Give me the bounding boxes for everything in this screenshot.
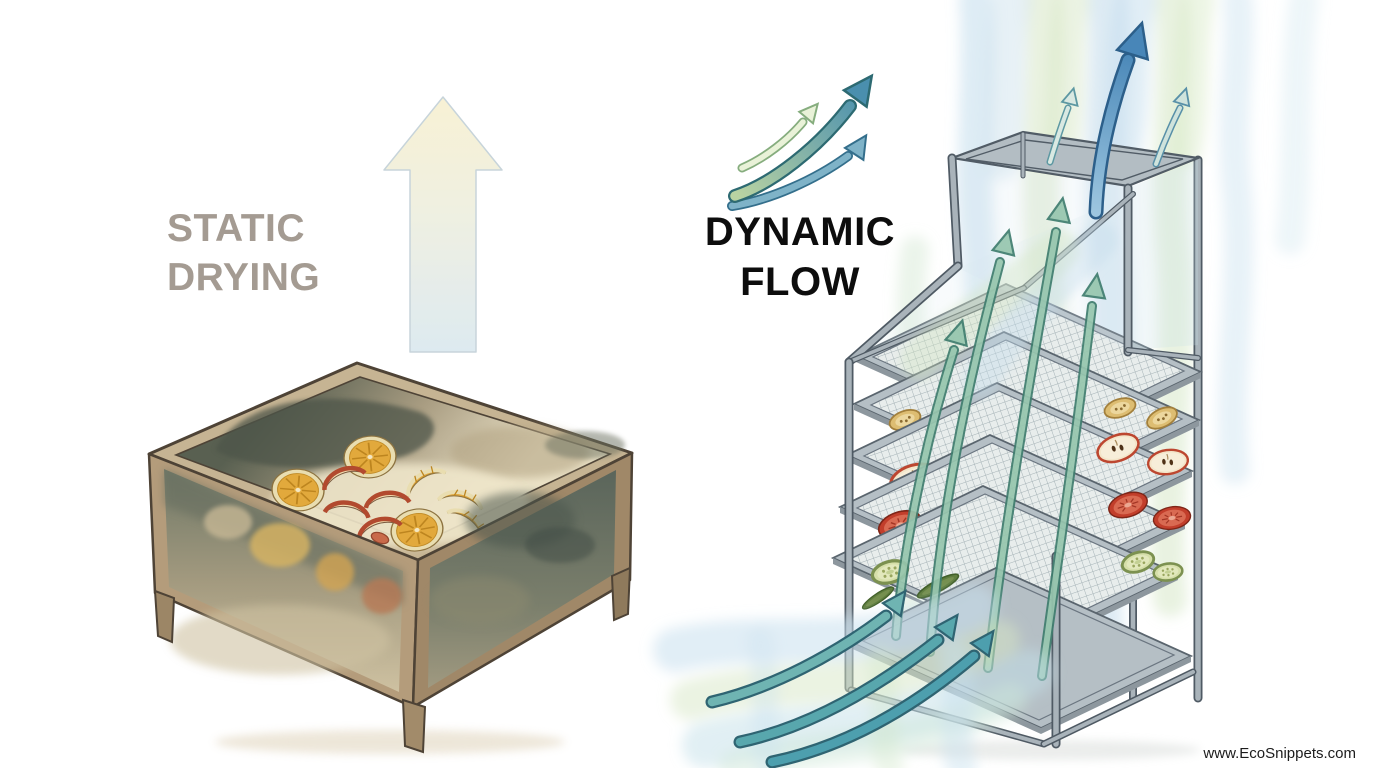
box-front-left-face [147, 452, 420, 709]
ground-shadows [215, 730, 1200, 760]
dynamic-flow-label: DYNAMIC FLOW [655, 207, 945, 307]
arrowhead [1060, 86, 1079, 108]
arrowhead [880, 588, 907, 619]
hood-washes [900, 222, 1118, 398]
arrowhead [990, 228, 1016, 257]
arrowhead [932, 612, 959, 643]
dynamic-label-line2: FLOW [740, 260, 860, 304]
static-drying-label: STATIC DRYING [167, 204, 320, 302]
static-label-line2: DRYING [167, 256, 321, 299]
box-legs [153, 566, 632, 754]
chimney-top-rim [947, 130, 1203, 188]
arrowhead [797, 102, 820, 126]
arrowhead [841, 73, 874, 109]
intake-airflow-arrows [705, 588, 995, 768]
arrowhead [843, 133, 868, 162]
arrowhead [968, 628, 995, 659]
arrowhead [1172, 86, 1191, 108]
arrowhead [1046, 195, 1072, 225]
apple-sliver [370, 531, 390, 545]
arrowhead [1081, 271, 1107, 300]
dynamic-label-line1: DYNAMIC [704, 210, 896, 254]
static-drying-box [147, 361, 634, 754]
arrowhead [1114, 20, 1150, 62]
box-fruit-slices [269, 432, 494, 556]
box-front-right-face [411, 451, 634, 709]
arrowhead [943, 318, 969, 348]
static-label-line1: STATIC [167, 207, 306, 250]
static-updraft-arrow [383, 96, 503, 353]
exhaust-airflow-arrows [1046, 20, 1191, 220]
swoosh-arrows [727, 73, 874, 211]
watermark-text: www.EcoSnippets.com [1203, 745, 1356, 762]
